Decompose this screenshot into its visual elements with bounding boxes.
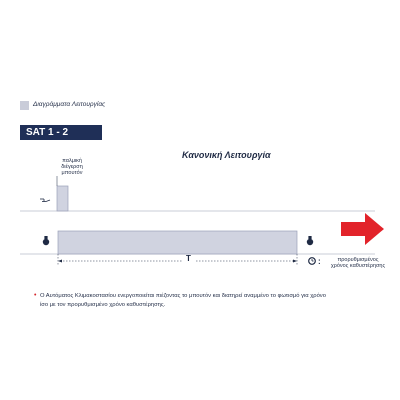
legend-label: Διαγράμματα Λειτουργίας	[33, 101, 106, 108]
button-pulse	[56, 185, 69, 212]
t-arrow-right	[293, 259, 297, 263]
note-bullet: •	[34, 292, 37, 299]
legend-square	[20, 101, 29, 110]
bulb-off-icon	[306, 236, 314, 246]
preset-delay-label: προρυθμισμένος χρόνος καθυστέρησης	[330, 257, 386, 270]
continue-arrow	[341, 213, 384, 245]
sat-badge: SAT 1 - 2	[20, 125, 102, 140]
bulb-icon	[42, 236, 50, 246]
pushbutton-icon	[40, 198, 51, 202]
diagram-title: Κανονική Λειτουργία	[182, 150, 271, 160]
duration-t-label: T	[186, 254, 191, 263]
note-text: Ο Αυτόματος Κλιμακοστασίου ενεργοποιείτα…	[40, 293, 326, 308]
clock-colon: :	[318, 257, 321, 266]
clock-icon	[308, 257, 316, 265]
t-arrow-left	[58, 259, 62, 263]
button-press-label: παλμική διέγερση μπουτόν	[61, 158, 83, 177]
light-on-bar	[57, 230, 298, 255]
